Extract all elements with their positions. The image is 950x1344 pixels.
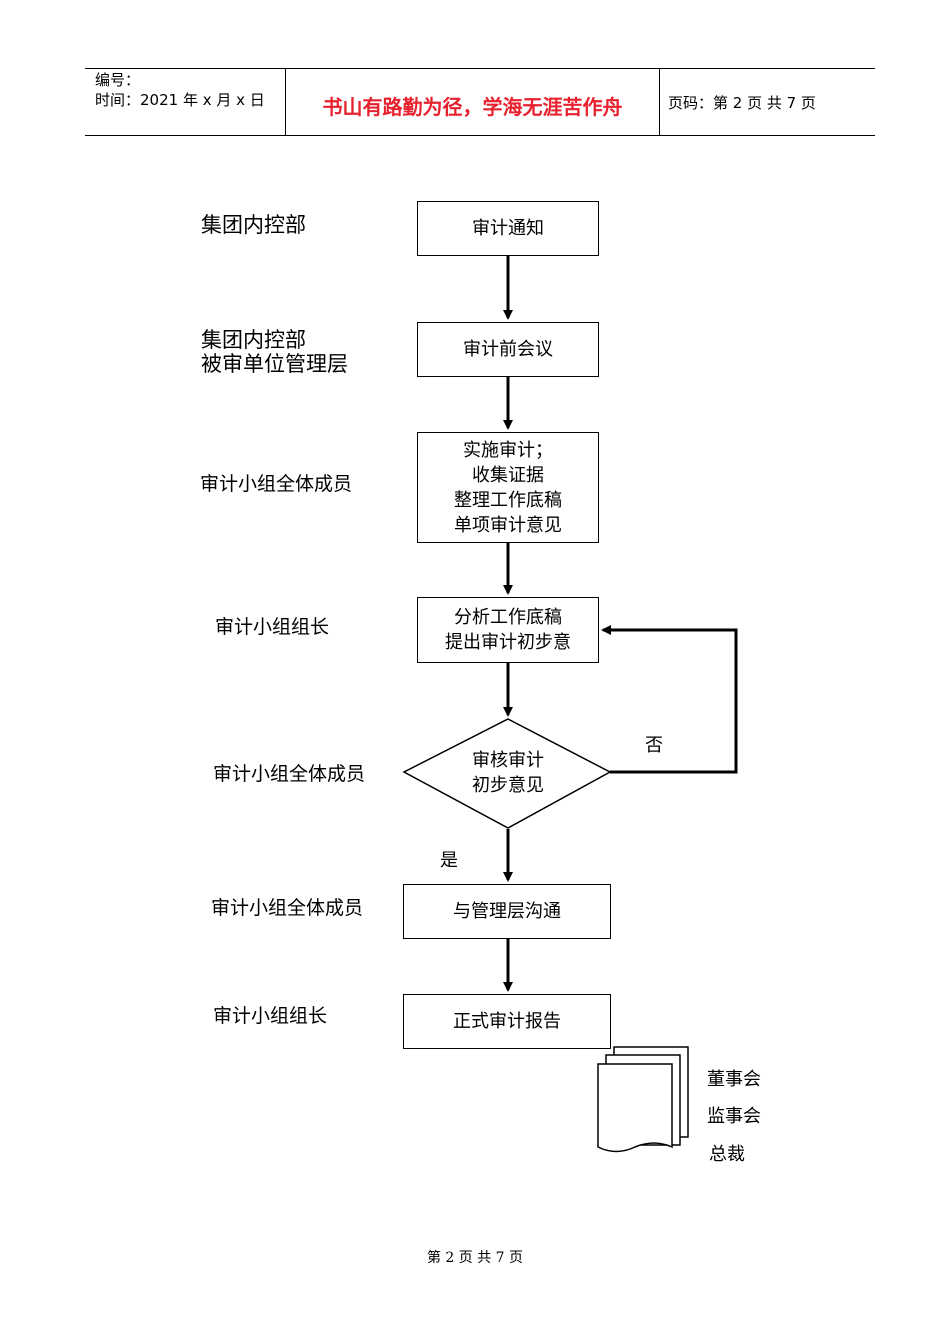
document-number: 编号：	[95, 71, 141, 89]
decision-label: 审核审计 初步意见	[472, 750, 544, 796]
header-divider-2	[659, 68, 660, 135]
recipient-supervisory-board: 监事会	[707, 1106, 761, 1127]
decision-no-label: 否	[645, 735, 663, 756]
step-analysis: 分析工作底稿 提出审计初步意	[417, 597, 599, 663]
header-top-rule	[85, 68, 875, 69]
step-pre-audit-meeting: 审计前会议	[417, 322, 599, 377]
role-audit-team-all: 审计小组全体成员	[213, 763, 366, 785]
document-stack-icon	[597, 1046, 689, 1153]
document-date: 时间：2021 年 x 月 x 日	[95, 91, 265, 109]
role-audit-team-leader: 审计小组组长	[215, 616, 330, 638]
role-audit-team-all: 审计小组全体成员	[200, 473, 353, 495]
page-footer: 第 2 页 共 7 页	[426, 1250, 524, 1266]
step-management-communication: 与管理层沟通	[403, 884, 611, 939]
recipient-president: 总裁	[709, 1144, 745, 1165]
decision-yes-label: 是	[440, 850, 458, 871]
role-internal-control: 集团内控部	[201, 213, 306, 237]
step-audit-notice: 审计通知	[417, 201, 599, 256]
arrow-review-loop-back	[601, 625, 738, 774]
header-motto: 书山有路勤为径，学海无涯苦作舟	[322, 95, 623, 119]
recipient-board: 董事会	[707, 1069, 761, 1090]
page-indicator: 页码：第 2 页 共 7 页	[668, 94, 816, 112]
header-divider-1	[285, 68, 286, 135]
role-audit-team-all: 审计小组全体成员	[211, 897, 364, 919]
header-bottom-rule	[85, 135, 875, 136]
step-fieldwork: 实施审计； 收集证据 整理工作底稿 单项审计意见	[417, 432, 599, 543]
role-audit-team-leader: 审计小组组长	[213, 1005, 328, 1027]
role-internal-control-and-management: 集团内控部 被审单位管理层	[201, 328, 348, 376]
decision-diamond	[402, 718, 612, 829]
step-formal-report: 正式审计报告	[403, 994, 611, 1049]
